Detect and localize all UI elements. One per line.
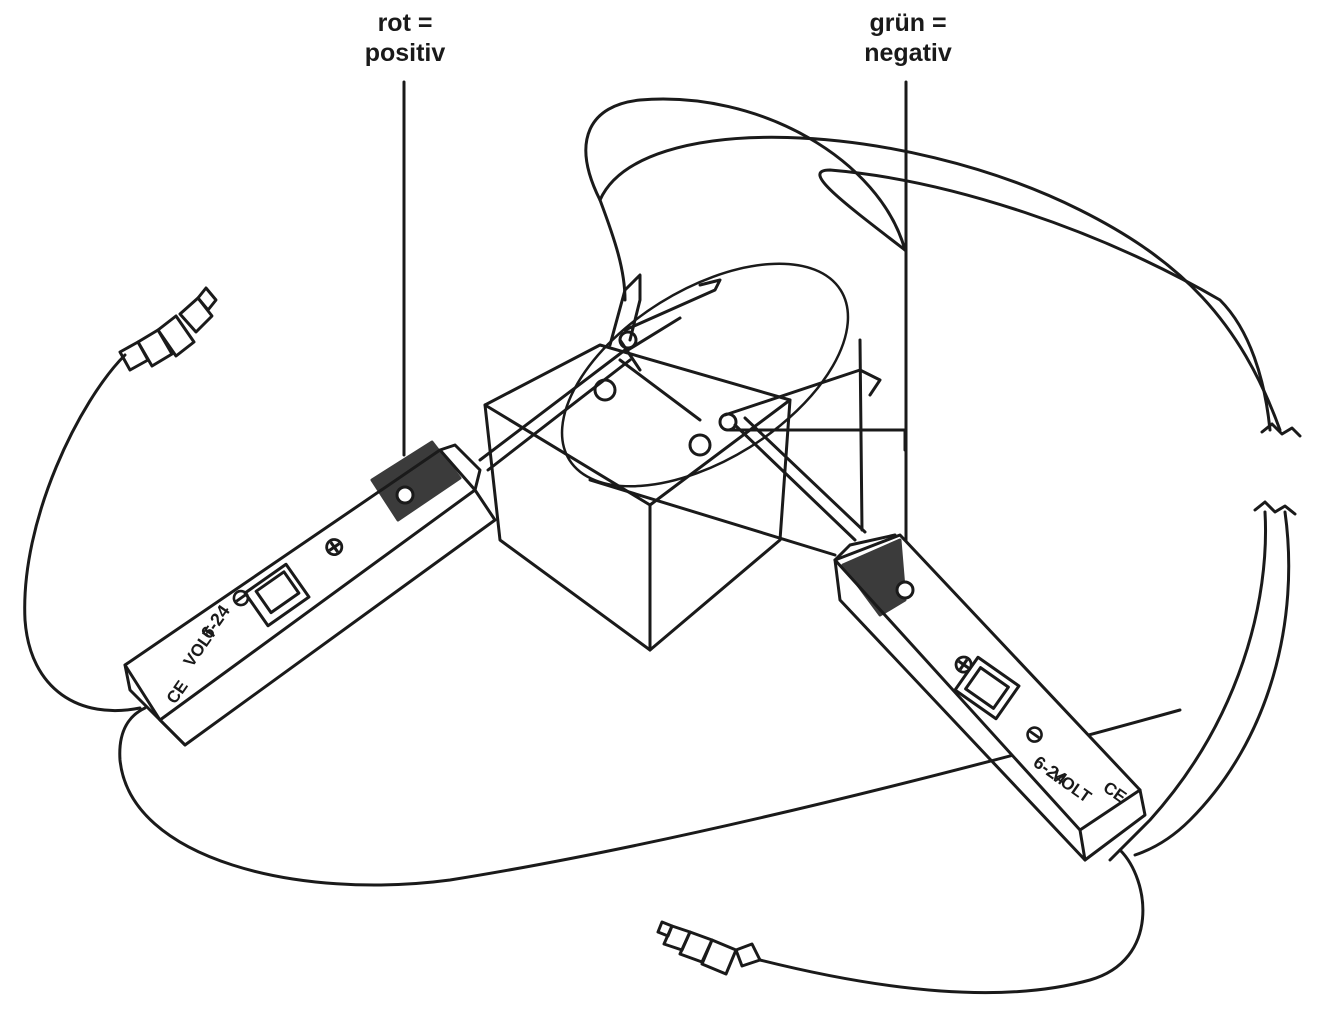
wire-to-right-probe <box>858 338 864 532</box>
cable-outer-right <box>584 97 907 302</box>
cable-break-top <box>1260 422 1302 438</box>
probe-left-tip-2 <box>486 358 632 472</box>
cable-outer-right-2 <box>598 135 1282 432</box>
cable-right-lower <box>1108 510 1267 862</box>
probe-right-tip-2 <box>743 416 867 534</box>
probe-left-tip <box>478 348 627 462</box>
cable-loop-bottom <box>118 706 1182 887</box>
cable-left-plug <box>23 353 142 713</box>
tester-left <box>123 440 497 747</box>
probe-right-tip <box>733 423 857 542</box>
tester-right <box>833 533 1147 862</box>
wire-negative-cross <box>588 478 837 557</box>
label-negative-line1: grün = <box>869 9 947 37</box>
plug-bottom <box>656 920 762 976</box>
cable-break-bottom <box>1253 500 1297 516</box>
plug-left <box>118 286 218 372</box>
clamp-positive <box>608 273 722 352</box>
connection-highlight <box>560 262 850 488</box>
label-positive-line1: rot = <box>377 9 433 37</box>
cable-right-lower-2 <box>1133 510 1291 857</box>
cable-outer-right-3 <box>818 168 1272 432</box>
label-negative: grün = negativ <box>838 8 978 68</box>
cable-bottom-plug <box>758 848 1145 995</box>
label-positive-line2: positiv <box>364 39 446 67</box>
battery <box>483 338 792 652</box>
label-negative-line2: negativ <box>864 39 952 67</box>
label-positive: rot = positiv <box>345 8 465 68</box>
